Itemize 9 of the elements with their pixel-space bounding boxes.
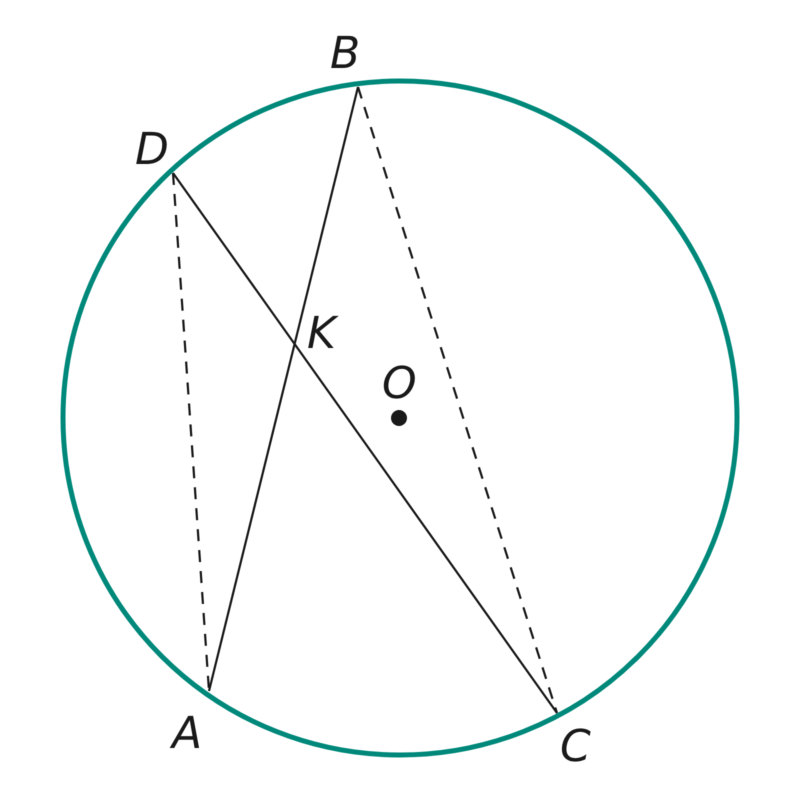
line-segment: [172, 172, 558, 714]
point-label: B: [330, 32, 360, 76]
point-label: A: [172, 712, 202, 756]
point-label: K: [307, 312, 336, 356]
point-label: D: [135, 128, 169, 172]
line-segment: [208, 86, 360, 692]
point-label: O: [382, 362, 417, 406]
point-label: C: [560, 725, 591, 769]
line-segment: [356, 86, 558, 714]
